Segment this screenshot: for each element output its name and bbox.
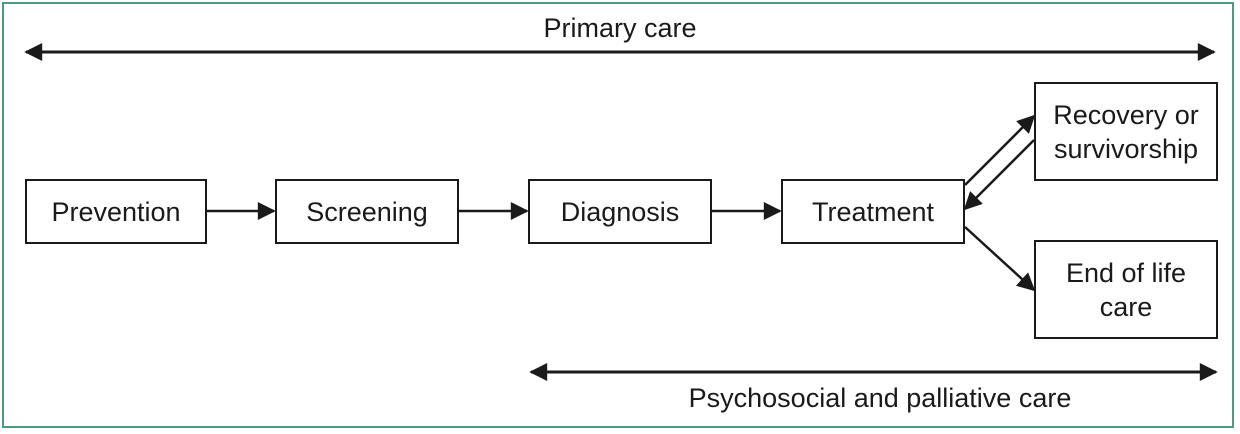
screening-box: Screening [275, 179, 459, 244]
arrow-treatment-to-end-of-life [964, 226, 1036, 292]
recovery-box: Recovery or survivorship [1034, 82, 1218, 181]
diagnosis-box: Diagnosis [528, 179, 712, 244]
primary-care-label: Primary care [543, 13, 697, 43]
psychosocial-care-label: Psychosocial and palliative care [688, 383, 1072, 413]
treatment-box: Treatment [781, 179, 965, 244]
end-of-life-box: End of life care [1034, 240, 1218, 339]
arrow-treatment-to-recovery [964, 114, 1036, 186]
arrow-recovery-to-treatment [963, 139, 1035, 211]
figure-frame [2, 2, 1234, 428]
prevention-box: Prevention [25, 179, 207, 244]
